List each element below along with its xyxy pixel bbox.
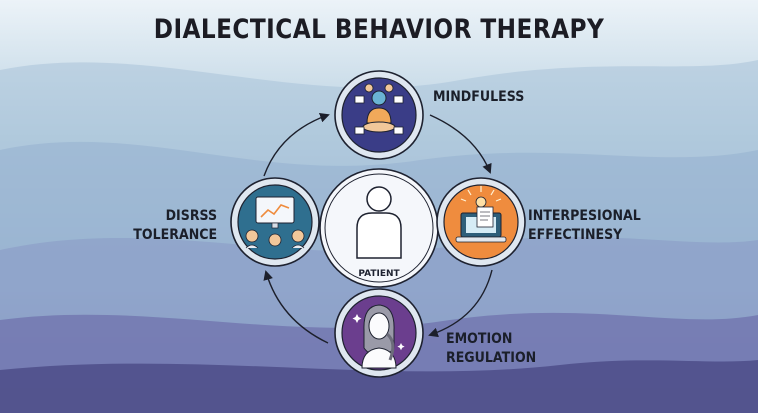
cycle-arrows [263,113,493,344]
label-distress-line-2: TOLERANCE [133,227,217,243]
label-interpersonal: INTERPESIONAL EFFECTINESY [528,207,641,245]
woman-portrait-icon [352,304,405,369]
label-emotion: EMOTION REGULATION [446,330,536,368]
node-mindfulness [334,70,424,160]
meditation-icon [354,83,404,135]
patient-label: PATIENT [358,269,400,279]
chart-monitor-icon [245,196,305,249]
center-node-patient: PATIENT [319,168,439,288]
label-emotion-line-2: REGULATION [446,350,537,366]
person-silhouette-icon [356,186,402,259]
diagram-title: DIALECTICAL BEHAVIOR THERAPY [153,14,605,45]
arrow-emotion-to-distress [263,270,329,344]
label-distress-line-1: DISRSS [165,208,217,224]
label-mindfulness-line: MINDFULESS [433,89,525,105]
arrow-mindfulness-to-interpersonal [429,114,492,174]
node-emotion [334,288,424,378]
node-distress [230,177,320,267]
label-distress: DISRSS TOLERANCE [133,207,217,245]
laptop-document-icon [455,186,507,243]
label-mindfulness: MINDFULESS [433,88,524,107]
label-interpersonal-line-1: INTERPESIONAL [528,208,641,224]
arrow-interpersonal-to-emotion [428,269,493,338]
node-interpersonal [436,177,526,267]
label-interpersonal-line-2: EFFECTINESY [528,227,623,243]
arrow-distress-to-mindfulness [263,113,330,177]
label-emotion-line-1: EMOTION [446,331,513,347]
